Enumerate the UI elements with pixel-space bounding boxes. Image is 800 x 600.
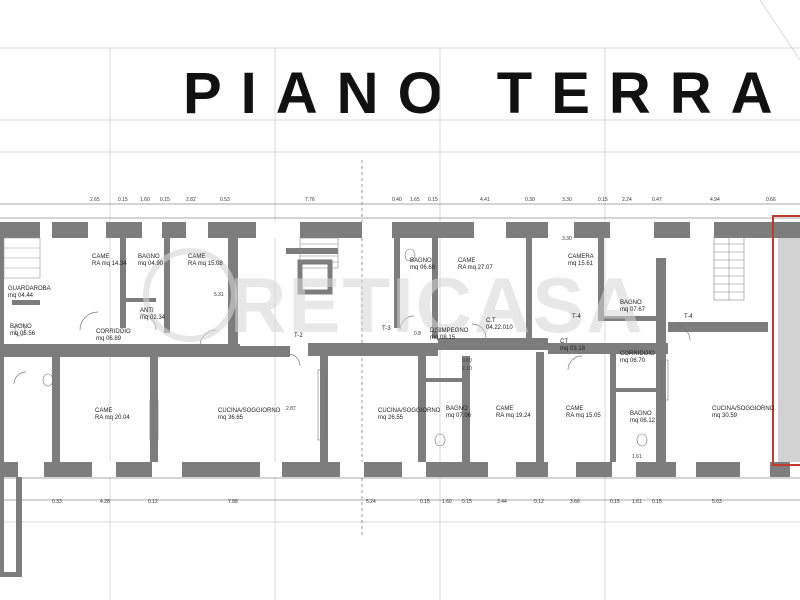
bottom-dimension: 3.66 xyxy=(570,499,580,505)
top-dimension: 4.41 xyxy=(480,197,490,203)
window-openings xyxy=(18,222,770,477)
bottom-dimension: 1.60 xyxy=(442,499,452,505)
top-dimension: 4.94 xyxy=(710,197,720,203)
bottom-dimension: 3.44 xyxy=(497,499,507,505)
bottom-dimension: 0.33 xyxy=(52,499,62,505)
sanitary-fixtures xyxy=(14,248,669,447)
misc-dimension: 0.60 xyxy=(462,358,472,364)
watermark-text: RETICASA xyxy=(230,261,645,349)
bottom-dimension: 0.15 xyxy=(610,499,620,505)
top-dimension: 2.82 xyxy=(186,197,196,203)
top-dimension: 1.65 xyxy=(410,197,420,203)
misc-dimension: 0.8 xyxy=(414,331,421,337)
watermark-logo-icon xyxy=(143,248,237,342)
bottom-dimension: 0.15 xyxy=(462,499,472,505)
top-dimension: 2.24 xyxy=(622,197,632,203)
bottom-dimension: 1.61 xyxy=(632,499,642,505)
lower-left-wing xyxy=(0,477,22,577)
interior-walls xyxy=(0,238,768,462)
top-dimension: 0.15 xyxy=(160,197,170,203)
top-dimension: 0.30 xyxy=(525,197,535,203)
highlighted-unit xyxy=(772,215,800,466)
section-marker: T-2 xyxy=(294,333,303,339)
misc-dimension: 2.10 xyxy=(462,366,472,372)
misc-dimension: 5.31 xyxy=(214,292,224,298)
misc-dimension: 1.61 xyxy=(632,454,642,460)
top-dimension: 0.53 xyxy=(220,197,230,203)
bottom-dimension: 0.12 xyxy=(148,499,158,505)
top-dimension: 3.30 xyxy=(562,197,572,203)
hatched-balcony xyxy=(3,237,41,279)
top-dimension: 2.65 xyxy=(90,197,100,203)
section-marker: T-4 xyxy=(684,314,693,320)
dimension-labels: 2.65 0.15 1.60 0.15 2.82 0.53 7.76 0.40 1.65 0.15… xyxy=(52,197,776,505)
bottom-dimension: 4.28 xyxy=(100,499,110,505)
bottom-dimension: 5.03 xyxy=(712,499,722,505)
top-dimension: 7.76 xyxy=(305,197,315,203)
top-dimension: 0.15 xyxy=(118,197,128,203)
section-marker: T-4 xyxy=(572,314,581,320)
top-dimension: 0.15 xyxy=(598,197,608,203)
top-dimension: 1.60 xyxy=(140,197,150,203)
bottom-dimension: 0.15 xyxy=(420,499,430,505)
plan-title: PIANO TERRA xyxy=(183,61,792,126)
top-dimension: 0.40 xyxy=(392,197,402,203)
bottom-dimension: 7.88 xyxy=(228,499,238,505)
top-dimension: 0.66 xyxy=(766,197,776,203)
bottom-dimension: 0.15 xyxy=(652,499,662,505)
misc-dimension: 3.30 xyxy=(562,236,572,242)
section-marker: T-3 xyxy=(382,326,391,332)
bottom-dimension: 0.12 xyxy=(534,499,544,505)
misc-dimension: 2.87 xyxy=(286,406,296,412)
stairs xyxy=(299,235,745,301)
top-dimension: 0.47 xyxy=(652,197,662,203)
bottom-dimension: 5.24 xyxy=(366,499,376,505)
top-dimension: 0.15 xyxy=(428,197,438,203)
